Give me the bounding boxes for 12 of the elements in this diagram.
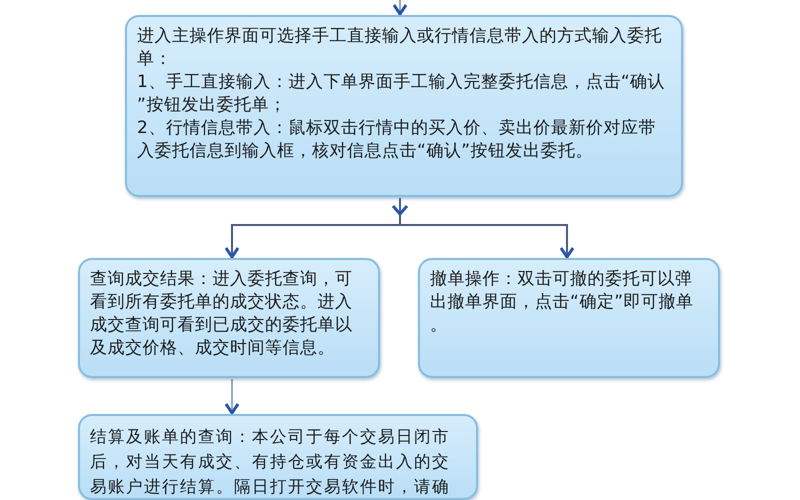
- step-text: 2、行情信息带入：鼠标双击行情中的买入价、卖出价最新价对应带入委托信息到输入框，核对信息点击“确认”按钮发出委托。: [137, 117, 657, 163]
- step-text: 查询成交结果：进入委托查询，可看到所有委托单的成交状态。进入成交查询可看到已成交的委托单以及成交价格、成交时间等信息。: [90, 268, 354, 360]
- process-box: [418, 258, 720, 378]
- arrow: [392, 0, 408, 16]
- step-text: 1、手工直接输入：进入下单界面手工输入完整委托信息，点击“确认”按钮发出委托单；: [137, 71, 666, 117]
- process-box: [78, 414, 478, 500]
- step-text: 撤单操作：双击可撤的委托可以弹出撤单界面，点击“确定”即可撤单。: [430, 268, 695, 337]
- step-text: 进入主操作界面可选择手工直接输入或行情信息带入的方式输入委托单：: [137, 25, 663, 71]
- process-box: [78, 258, 380, 378]
- process-box: [125, 15, 683, 197]
- step-text: 结算及账单的查询：本公司于每个交易日闭市后，对当天有成交、有持仓或有资金出入的交易账户进行结算。隔日打开交易软件时，请确: [90, 426, 451, 498]
- arrow: [224, 379, 240, 414]
